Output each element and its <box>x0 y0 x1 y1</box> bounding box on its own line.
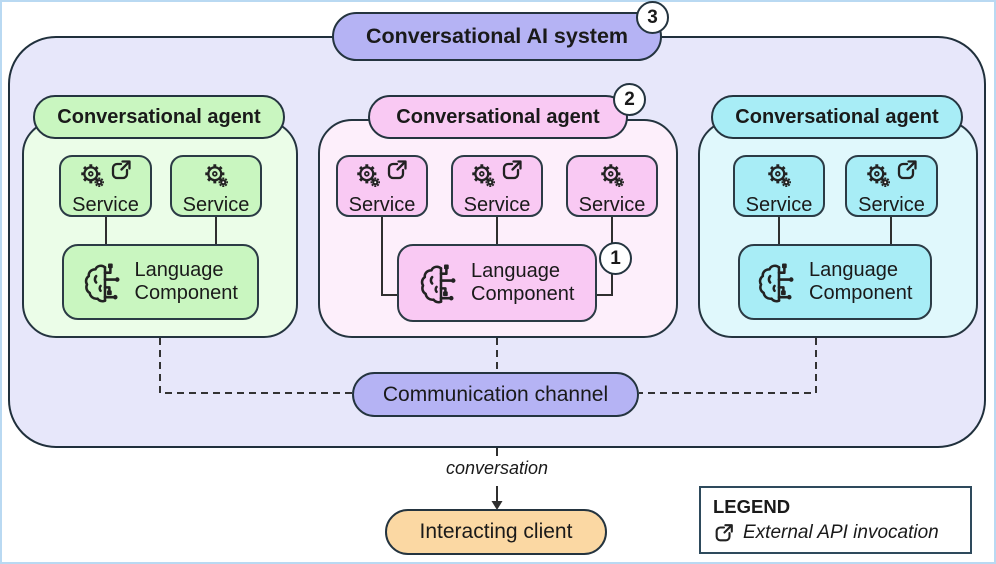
agent-2-language-component: Language Component <box>397 244 597 322</box>
agent-3-title-pill: Conversational agent <box>711 95 963 139</box>
brain-circuit-icon <box>758 261 795 302</box>
gears-icon <box>355 162 382 189</box>
gears-icon <box>766 162 792 189</box>
agent-2-service-2: Service <box>451 155 543 217</box>
agent-1-language-component: Language Component <box>62 244 259 320</box>
external-api-icon <box>715 524 733 542</box>
communication-channel-label: Communication channel <box>382 382 609 406</box>
agent-2-service-1: Service <box>336 155 428 217</box>
agent-3-service-2-icons <box>865 157 919 194</box>
gears-icon <box>203 162 229 189</box>
badge-3-number: 3 <box>647 6 658 28</box>
badge-2: 2 <box>613 83 646 116</box>
badge-2-number: 2 <box>624 88 635 110</box>
agent-2-service-3: Service <box>566 155 658 217</box>
legend-item-label: External API invocation <box>743 522 939 543</box>
service-label: Service <box>182 194 250 216</box>
legend-title: LEGEND <box>713 496 791 517</box>
language-component-label: Language Component <box>471 260 575 305</box>
badge-1: 1 <box>599 242 632 275</box>
agent-3-service-2: Service <box>845 155 938 217</box>
agent-3-service-1: Service <box>733 155 825 217</box>
interacting-client-label: Interacting client <box>419 520 573 543</box>
external-api-icon <box>387 160 407 180</box>
brain-circuit-icon <box>84 261 121 302</box>
legend-item: External API invocation <box>713 522 958 544</box>
communication-channel-pill: Communication channel <box>352 372 639 417</box>
agent-3-title: Conversational agent <box>735 105 939 128</box>
gears-icon <box>599 162 625 189</box>
service-label: Service <box>858 194 925 216</box>
agent-1-service-1: Service <box>59 155 152 217</box>
external-api-icon <box>897 160 917 180</box>
external-api-icon <box>502 160 522 180</box>
interacting-client-pill: Interacting client <box>385 509 607 555</box>
service-label: Service <box>72 194 139 216</box>
agent-2-title: Conversational agent <box>396 105 600 128</box>
agent-1-service-1-icons <box>79 157 133 194</box>
conversation-label: conversation <box>445 458 549 478</box>
system-title: Conversational AI system <box>365 24 629 48</box>
service-label: Service <box>348 194 416 216</box>
agent-2-title-pill: Conversational agent <box>368 95 628 139</box>
gears-icon <box>79 162 105 189</box>
badge-1-number: 1 <box>610 247 621 269</box>
gears-icon <box>470 162 497 189</box>
agent-2-service-1-icons <box>355 157 409 194</box>
agent-2-service-2-icons <box>470 157 524 194</box>
gears-icon <box>865 162 891 189</box>
badge-3: 3 <box>636 1 669 34</box>
legend-box: LEGEND External API invocation <box>699 486 972 554</box>
agent-1-title: Conversational agent <box>57 105 261 128</box>
service-label: Service <box>463 194 531 216</box>
agent-3-language-component: Language Component <box>738 244 932 320</box>
language-component-label: Language Component <box>809 259 913 304</box>
agent-1-service-2-icons <box>203 157 230 194</box>
brain-circuit-icon <box>420 262 457 303</box>
system-title-pill: Conversational AI system <box>332 12 662 61</box>
agent-1-service-2: Service <box>170 155 262 217</box>
external-api-icon <box>111 160 131 180</box>
language-component-label: Language Component <box>134 259 238 304</box>
agent-3-service-1-icons <box>766 157 793 194</box>
agent-1-title-pill: Conversational agent <box>33 95 285 139</box>
agent-2-service-3-icons <box>599 157 626 194</box>
service-label: Service <box>578 194 646 216</box>
service-label: Service <box>745 194 813 216</box>
